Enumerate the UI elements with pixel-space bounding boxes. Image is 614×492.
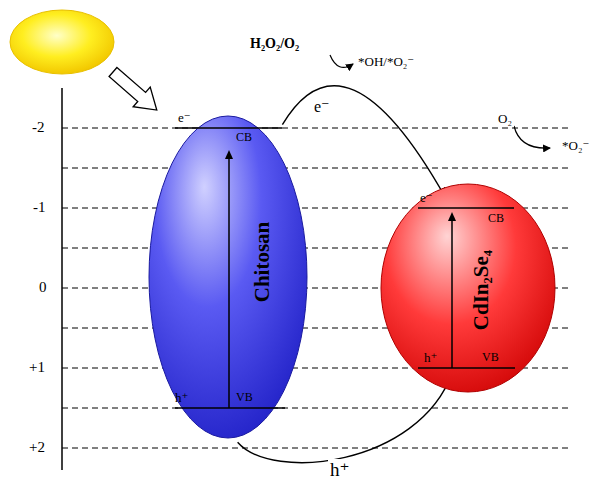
band-edge-line xyxy=(175,407,285,409)
axis-tick-label: -1 xyxy=(31,199,48,216)
material-name: CdIn₂Se₄ xyxy=(469,250,493,330)
ellipse-outline xyxy=(380,183,556,393)
species-label: H₂O₂/O₂ xyxy=(248,36,301,52)
band-label: VB xyxy=(482,351,499,365)
band-label: VB xyxy=(236,391,253,405)
excitation-arrow xyxy=(451,220,453,368)
ellipse-outline xyxy=(148,115,308,439)
axis-tick-label: 0 xyxy=(37,279,49,296)
ellipse-shape xyxy=(149,116,307,438)
band-label: e⁻ xyxy=(420,191,433,206)
band-edge-line xyxy=(175,127,282,129)
energy-grid xyxy=(62,128,570,448)
grid-line xyxy=(62,408,570,409)
reaction-arrow xyxy=(514,126,550,148)
material-name: Chitosan xyxy=(250,222,274,303)
light-arrow-outline xyxy=(104,62,165,120)
excitation-arrow xyxy=(228,158,230,408)
grid-line xyxy=(62,208,570,209)
band-label: h⁺ xyxy=(175,391,188,406)
light-arrow xyxy=(104,62,165,120)
band-ellipse: e⁻CBChitosanh⁺VB xyxy=(148,115,308,439)
excitation-arrowhead xyxy=(448,212,456,221)
axis-tick-label: +2 xyxy=(27,439,47,456)
energy-axis xyxy=(61,88,63,470)
carrier-label: e⁻ xyxy=(312,98,332,116)
species-label: *O₂⁻ xyxy=(560,139,591,154)
sun xyxy=(10,10,114,74)
band-edge-line xyxy=(418,367,515,369)
grid-line xyxy=(62,448,570,449)
band-ellipse: e⁻ CB CdIn₂Se₄ h⁺ VB xyxy=(380,183,556,393)
axis-tick-label: -2 xyxy=(30,119,47,136)
grid-line xyxy=(62,128,570,129)
band-label: CB xyxy=(236,131,252,145)
band-label: e⁻ xyxy=(178,111,191,126)
band-label: CB xyxy=(488,212,504,226)
ellipse-shape xyxy=(381,184,555,392)
species-label: O₂ xyxy=(496,112,514,127)
excitation-arrowhead xyxy=(225,150,233,159)
grid-line xyxy=(62,168,570,169)
charge-transfer-arrow xyxy=(282,86,445,197)
band-label: h⁺ xyxy=(424,351,437,366)
species-label: *OH/*O₂⁻ xyxy=(356,55,416,70)
grid-line xyxy=(62,368,570,369)
carrier-label: h⁺ xyxy=(328,459,352,481)
band-edge-line xyxy=(418,207,514,209)
reaction-arrow xyxy=(330,55,353,67)
axis-tick-label: +1 xyxy=(27,359,47,376)
